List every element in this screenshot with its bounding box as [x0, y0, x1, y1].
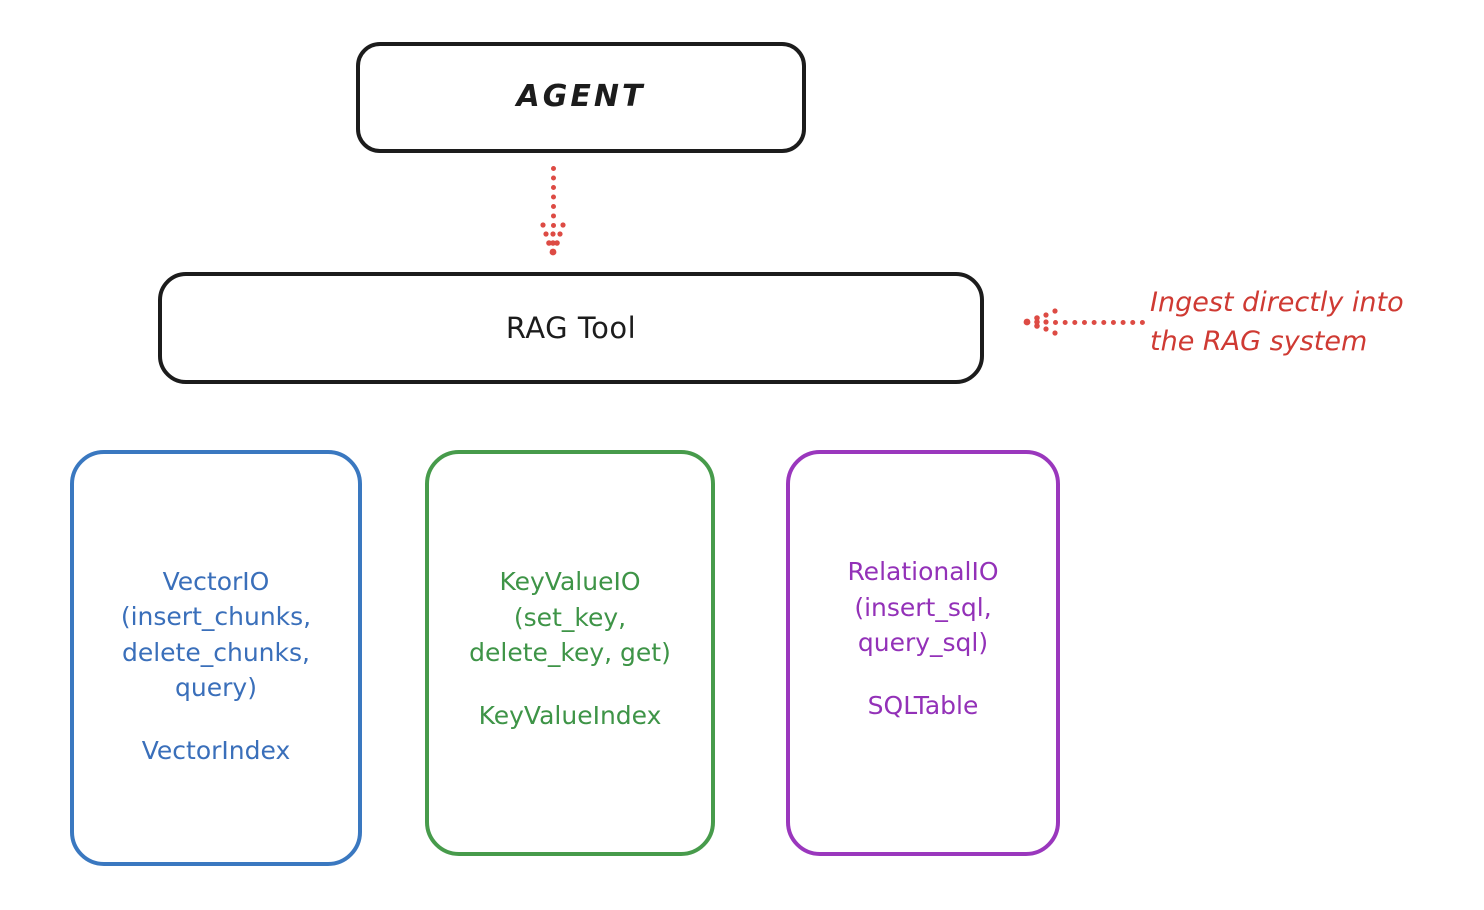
arrowhead-left-icon: [1022, 304, 1058, 340]
node-vector-io-sublabel: VectorIndex: [141, 735, 291, 765]
node-vector-io-content: VectorIO (insert_chunks, delete_chunks, …: [74, 564, 358, 765]
node-key-value-io[interactable]: KeyValueIO (set_key, delete_key, get) Ke…: [425, 450, 715, 856]
arrowhead-down-icon: [536, 222, 570, 256]
node-rag-tool[interactable]: RAG Tool: [158, 272, 984, 384]
node-rag-tool-label: RAG Tool: [505, 310, 637, 345]
node-agent[interactable]: AGENT: [356, 42, 806, 153]
node-key-value-io-sublabel: KeyValueIndex: [478, 700, 662, 730]
node-relational-io-content: RelationalIO (insert_sql, query_sql) SQL…: [790, 554, 1056, 720]
node-key-value-io-label: KeyValueIO (set_key, delete_key, get): [469, 567, 671, 668]
node-relational-io-label: RelationalIO (insert_sql, query_sql): [847, 557, 999, 658]
connector-ingest-to-rag-tool: [1053, 320, 1145, 325]
node-agent-label: AGENT: [516, 79, 646, 115]
node-relational-io-sublabel: SQLTable: [867, 690, 979, 720]
node-vector-io-label: VectorIO (insert_chunks, delete_chunks, …: [120, 566, 312, 703]
node-vector-io[interactable]: VectorIO (insert_chunks, delete_chunks, …: [70, 450, 362, 866]
node-key-value-io-content: KeyValueIO (set_key, delete_key, get) Ke…: [429, 564, 711, 730]
node-relational-io[interactable]: RelationalIO (insert_sql, query_sql) SQL…: [786, 450, 1060, 856]
connector-agent-to-rag-tool: [551, 166, 556, 228]
annotation-ingest-directly: Ingest directly into the RAG system: [1150, 287, 1404, 358]
